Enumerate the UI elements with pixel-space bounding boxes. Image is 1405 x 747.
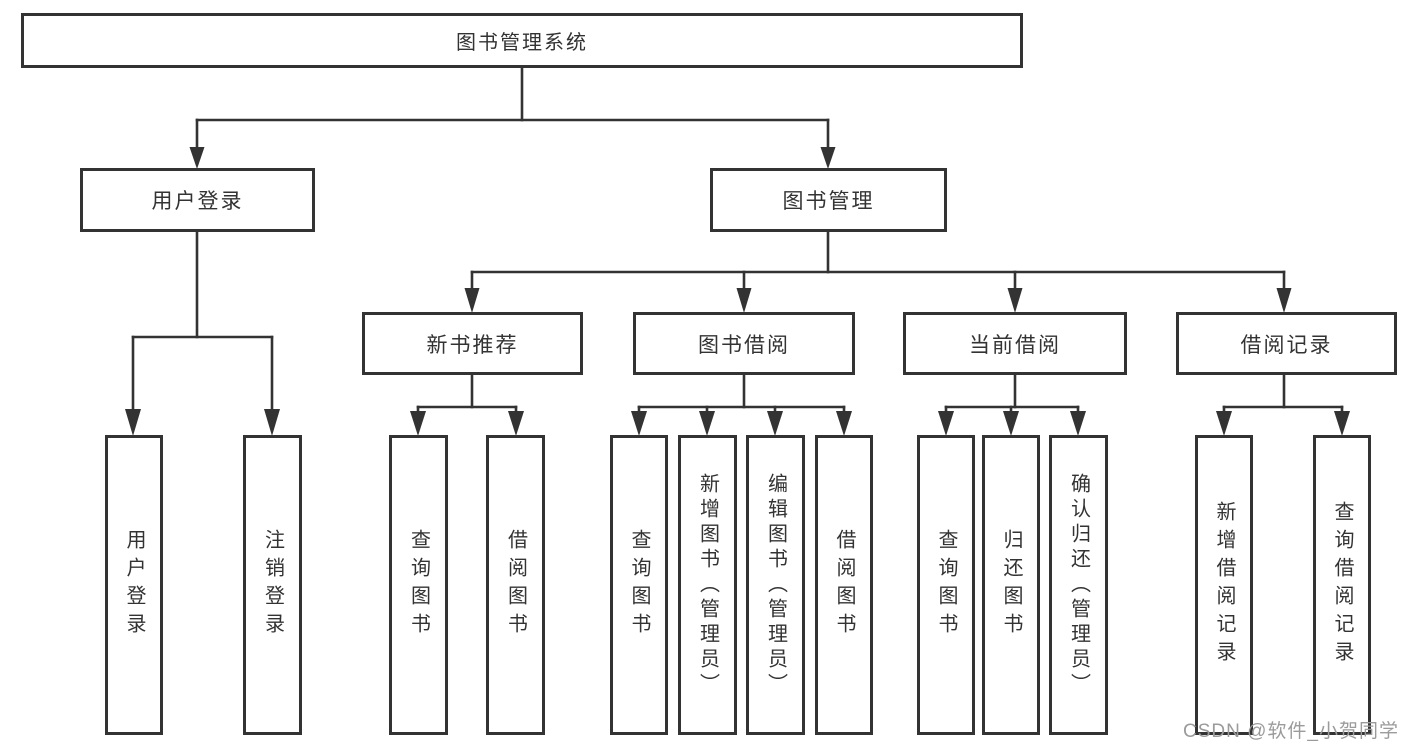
leaf-borrow-books: 借阅图书 xyxy=(815,435,873,735)
node-book-borrowing: 图书借阅 xyxy=(633,312,855,375)
leaf-query-borrowing-record: 查询借阅记录 xyxy=(1313,435,1371,735)
node-label: 归还图书 xyxy=(1000,529,1022,641)
node-label: 图书管理系统 xyxy=(456,32,588,54)
node-label: 借阅图书 xyxy=(504,529,527,641)
leaf-user-login: 用户登录 xyxy=(105,435,163,735)
leaf-return-books: 归还图书 xyxy=(982,435,1040,735)
node-label: 借阅记录 xyxy=(1240,333,1333,357)
leaf-logout: 注销登录 xyxy=(243,435,302,735)
node-root-library-management-system: 图书管理系统 xyxy=(21,13,1023,68)
node-label: 确认归还（管理员） xyxy=(1067,472,1090,698)
csdn-watermark: CSDN @软件_小贺同学 xyxy=(1183,721,1399,742)
leaf-add-books-admin: 新增图书（管理员） xyxy=(678,435,737,735)
node-current-borrowing: 当前借阅 xyxy=(903,312,1127,375)
node-label: 借阅图书 xyxy=(833,529,855,641)
leaf-query-books-current: 查询图书 xyxy=(917,435,975,735)
node-label: 用户登录 xyxy=(123,529,145,641)
node-label: 查询图书 xyxy=(935,529,957,641)
node-borrowing-records: 借阅记录 xyxy=(1176,312,1397,375)
node-user-login: 用户登录 xyxy=(80,168,315,232)
leaf-confirm-return-admin: 确认归还（管理员） xyxy=(1049,435,1108,735)
node-label: 编辑图书（管理员） xyxy=(764,472,787,698)
node-label: 注销登录 xyxy=(261,529,284,641)
node-label: 图书管理 xyxy=(782,190,875,213)
leaf-borrow-books-recommend: 借阅图书 xyxy=(486,435,545,735)
node-label: 查询图书 xyxy=(407,529,430,641)
node-label: 查询借阅记录 xyxy=(1331,501,1353,669)
node-label: 新增图书（管理员） xyxy=(696,472,719,698)
node-label: 当前借阅 xyxy=(969,333,1061,357)
leaf-edit-books-admin: 编辑图书（管理员） xyxy=(746,435,805,735)
node-new-book-recommendation: 新书推荐 xyxy=(362,312,583,375)
node-label: 新增借阅记录 xyxy=(1213,501,1235,669)
leaf-query-books-borrowing: 查询图书 xyxy=(610,435,668,735)
leaf-add-borrowing-record: 新增借阅记录 xyxy=(1195,435,1253,735)
node-label: 新书推荐 xyxy=(426,333,519,357)
node-label: 查询图书 xyxy=(628,529,650,641)
node-label: 图书借阅 xyxy=(698,333,790,357)
leaf-query-books-recommend: 查询图书 xyxy=(389,435,448,735)
node-label: 用户登录 xyxy=(151,190,244,213)
node-book-management: 图书管理 xyxy=(710,168,947,232)
